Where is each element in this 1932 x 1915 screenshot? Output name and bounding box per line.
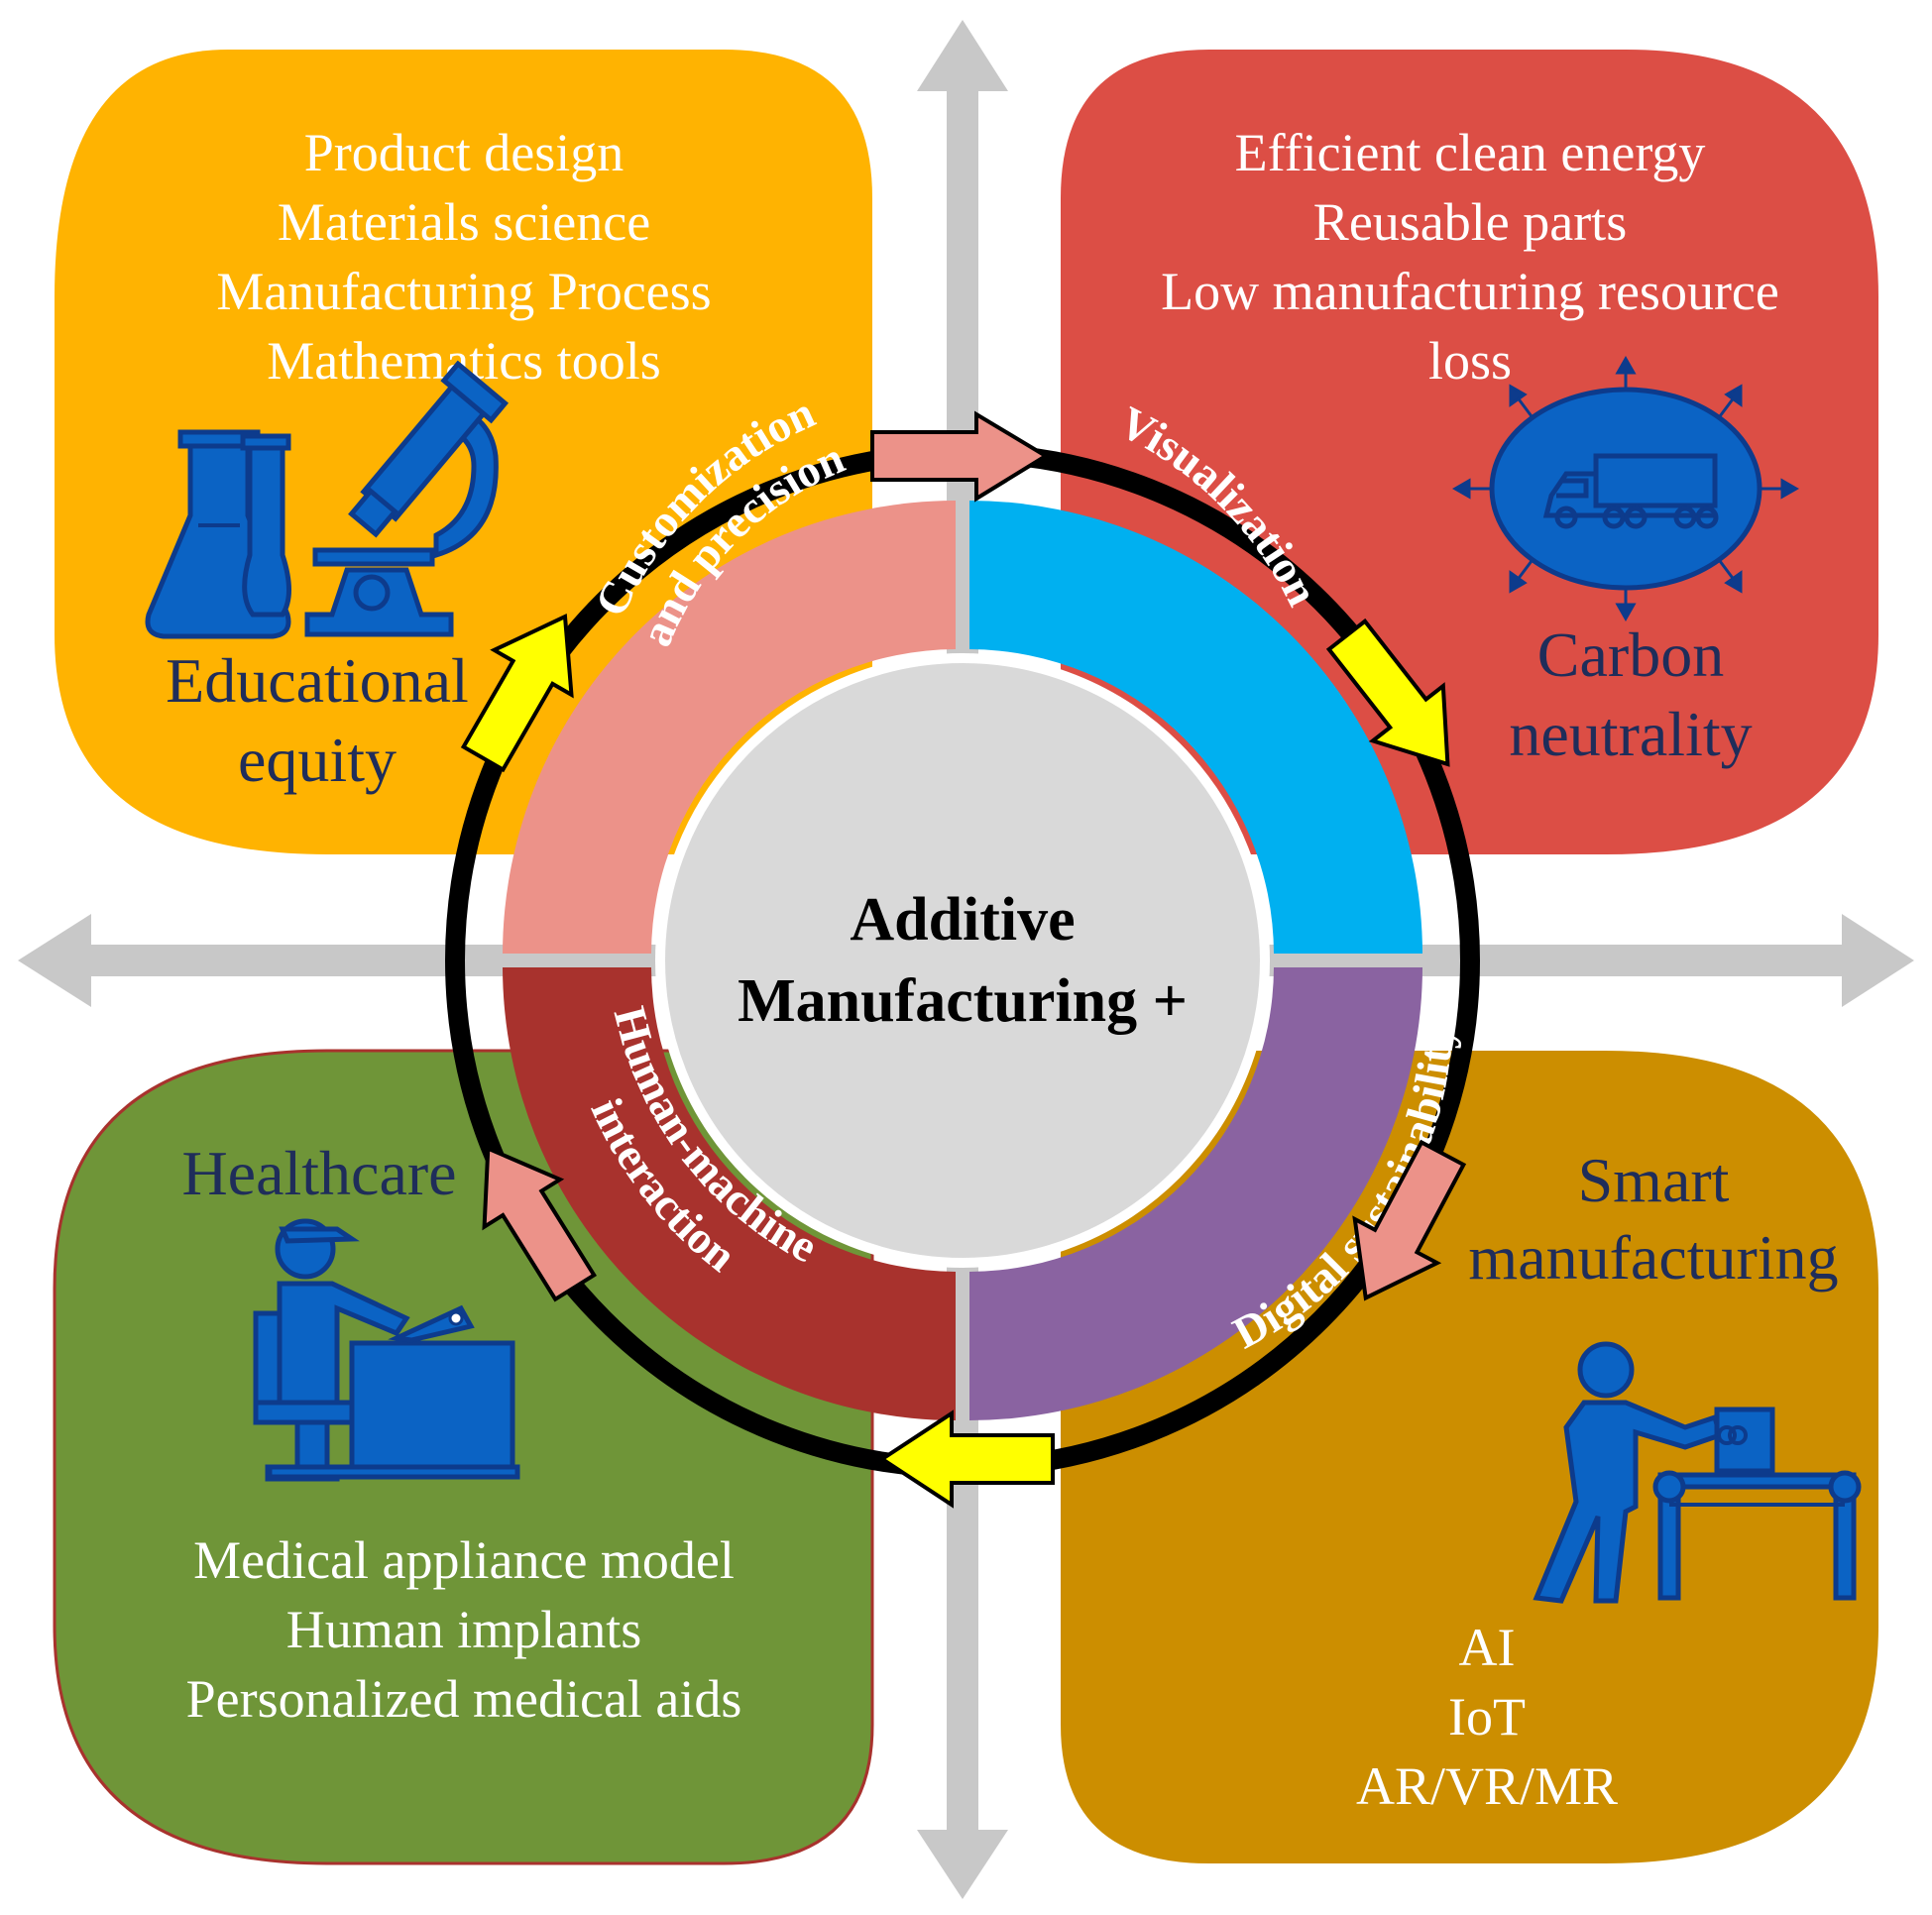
carbon-item-1: Efficient clean energy [1235,123,1706,182]
smart-item-1: AI [1459,1618,1516,1677]
carbon-neutrality-title-line1: Carbon [1537,620,1724,690]
smart-item-2: IoT [1448,1687,1526,1746]
ring-segment-digital-sustainability [969,967,1422,1420]
ring-segment-human-machine [503,967,956,1420]
carbon-neutrality-title-line2: neutrality [1509,699,1752,769]
educational-equity-title-line2: equity [238,725,397,795]
carbon-item-4: loss [1428,331,1512,391]
carbon-item-2: Reusable parts [1313,192,1627,252]
healthcare-item-3: Personalized medical aids [186,1669,742,1729]
lab-flask-microscope-icon [145,360,510,639]
smart-item-3: AR/VR/MR [1356,1756,1618,1816]
ring-segment-visualization [969,501,1422,954]
educational-item-1: Product design [304,123,624,182]
center-title-line2: Manufacturing + [738,967,1188,1035]
cycle-arrow-bottom-left [482,1145,598,1302]
ring-segment-customization [503,501,956,954]
healthcare-title: Healthcare [181,1138,456,1208]
cycle-arrow-left [460,614,574,773]
smart-manufacturing-title-line2: manufacturing [1468,1222,1838,1293]
person-at-desk-icon [253,1218,520,1482]
center-title-line1: Additive [850,886,1075,954]
educational-item-3: Manufacturing Process [216,262,711,321]
truck-emissions-icon [1451,355,1800,622]
cycle-arrow-top [870,410,1050,503]
worker-conveyor-icon [1533,1341,1862,1604]
educational-equity-title-line1: Educational [166,645,469,716]
center-circle [655,653,1270,1268]
healthcare-item-1: Medical appliance model [193,1530,735,1590]
cycle-arrow-bottom-right [1352,1139,1467,1301]
cycle-arrow-bottom [878,1409,1055,1509]
educational-item-2: Materials science [278,192,650,252]
carbon-item-3: Low manufacturing resource [1161,262,1779,321]
cycle-arrow-right [1325,618,1450,767]
healthcare-item-2: Human implants [286,1600,641,1659]
smart-manufacturing-title-line1: Smart [1578,1145,1730,1215]
